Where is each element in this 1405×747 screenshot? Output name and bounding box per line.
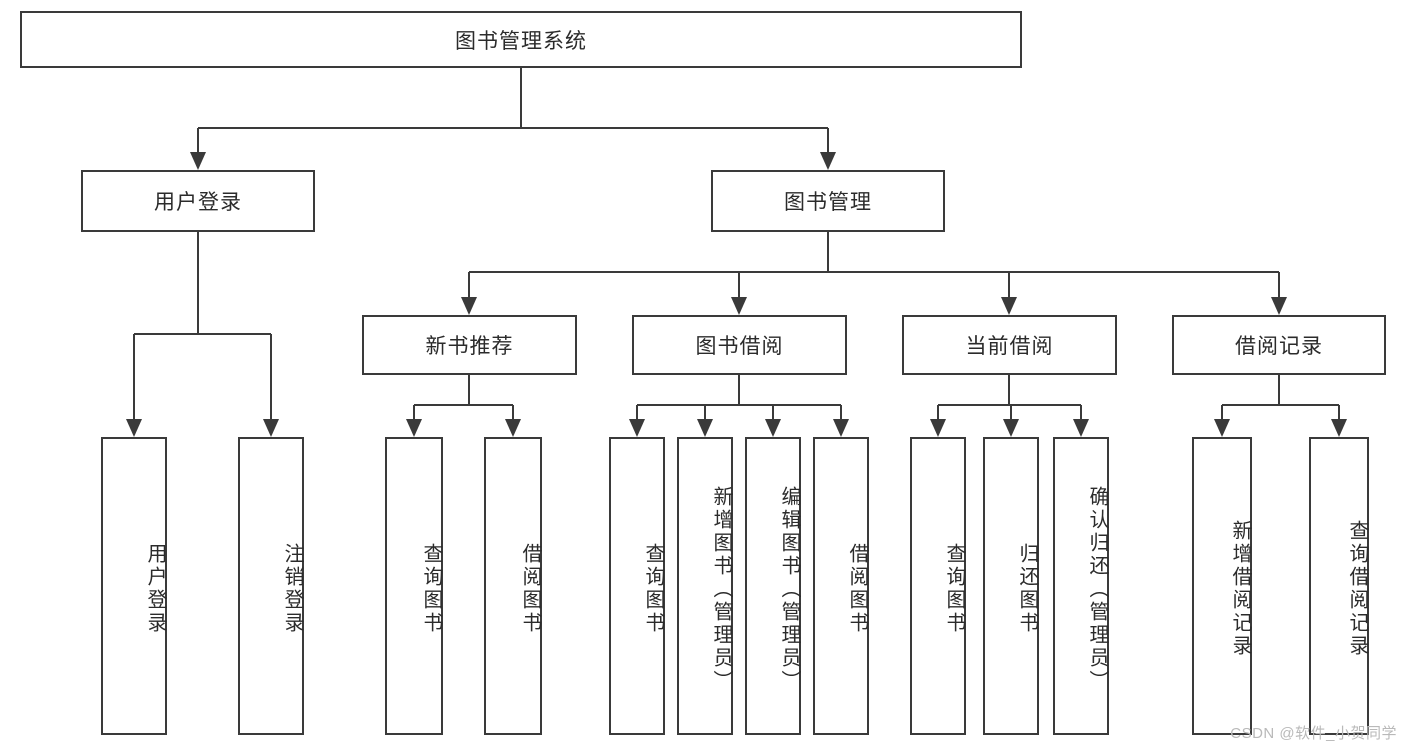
arrowhead — [1271, 297, 1287, 315]
node-label: 查询图书 — [943, 543, 965, 635]
arrowhead — [461, 297, 477, 315]
node-label: 用户登录 — [154, 191, 242, 214]
arrowhead — [126, 419, 142, 437]
arrowhead — [731, 297, 747, 315]
leaf-node-leaf-return-book[interactable]: 归还图书 — [983, 437, 1039, 735]
node-label: 图书借阅 — [695, 335, 784, 358]
node-label: 用户登录 — [144, 543, 166, 635]
level3-node-current-borrow[interactable]: 当前借阅 — [902, 315, 1117, 375]
leaf-node-leaf-edit-book-admin[interactable]: 编辑图书（管理员） — [745, 437, 801, 735]
arrowhead — [190, 152, 206, 170]
level3-node-book-borrow[interactable]: 图书借阅 — [632, 315, 847, 375]
node-label: 查询图书 — [420, 543, 442, 635]
node-label: 借阅图书 — [519, 543, 541, 635]
arrowhead — [406, 419, 422, 437]
leaf-node-leaf-user-login[interactable]: 用户登录 — [101, 437, 167, 735]
leaf-node-leaf-borrow-book-bb[interactable]: 借阅图书 — [813, 437, 869, 735]
root-node-root[interactable]: 图书管理系统 — [20, 11, 1022, 68]
level3-node-new-book-recommend[interactable]: 新书推荐 — [362, 315, 577, 375]
node-label: 查询图书 — [642, 543, 664, 635]
arrowhead — [833, 419, 849, 437]
leaf-node-leaf-query-book-cb[interactable]: 查询图书 — [910, 437, 966, 735]
arrowhead — [1001, 297, 1017, 315]
level2-node-user-login[interactable]: 用户登录 — [81, 170, 315, 232]
leaf-node-leaf-add-borrow-record[interactable]: 新增借阅记录 — [1192, 437, 1252, 735]
leaf-node-leaf-confirm-return-admin[interactable]: 确认归还（管理员） — [1053, 437, 1109, 735]
node-label: 当前借阅 — [965, 335, 1054, 358]
arrowhead — [820, 152, 836, 170]
arrowhead — [697, 419, 713, 437]
arrowhead — [1331, 419, 1347, 437]
arrowhead — [1003, 419, 1019, 437]
node-label: 图书管理 — [784, 191, 872, 214]
node-label: 借阅图书 — [846, 543, 868, 635]
node-label: 编辑图书（管理员） — [778, 485, 800, 693]
arrowhead — [930, 419, 946, 437]
node-label: 归还图书 — [1016, 543, 1038, 635]
level2-node-book-manage[interactable]: 图书管理 — [711, 170, 945, 232]
node-label: 查询借阅记录 — [1346, 520, 1368, 658]
arrowhead — [765, 419, 781, 437]
node-label: 新书推荐 — [425, 335, 514, 358]
arrowhead — [505, 419, 521, 437]
arrowhead — [1214, 419, 1230, 437]
leaf-node-leaf-query-book-bb[interactable]: 查询图书 — [609, 437, 665, 735]
node-label: 新增借阅记录 — [1229, 520, 1251, 658]
node-label: 新增图书（管理员） — [710, 485, 732, 693]
node-label: 注销登录 — [281, 543, 303, 635]
level3-node-borrow-record[interactable]: 借阅记录 — [1172, 315, 1386, 375]
leaf-node-leaf-query-borrow-record[interactable]: 查询借阅记录 — [1309, 437, 1369, 735]
leaf-node-leaf-borrow-book-rec[interactable]: 借阅图书 — [484, 437, 542, 735]
node-label: 借阅记录 — [1235, 335, 1323, 358]
leaf-node-leaf-add-book-admin[interactable]: 新增图书（管理员） — [677, 437, 733, 735]
arrowhead — [629, 419, 645, 437]
node-label: 确认归还（管理员） — [1086, 485, 1108, 693]
leaf-node-leaf-query-book-rec[interactable]: 查询图书 — [385, 437, 443, 735]
leaf-node-leaf-user-logout[interactable]: 注销登录 — [238, 437, 304, 735]
node-label: 图书管理系统 — [455, 29, 587, 53]
arrowhead — [263, 419, 279, 437]
arrowhead — [1073, 419, 1089, 437]
csdn-watermark: CSDN @软件_小贺同学 — [1230, 725, 1397, 742]
